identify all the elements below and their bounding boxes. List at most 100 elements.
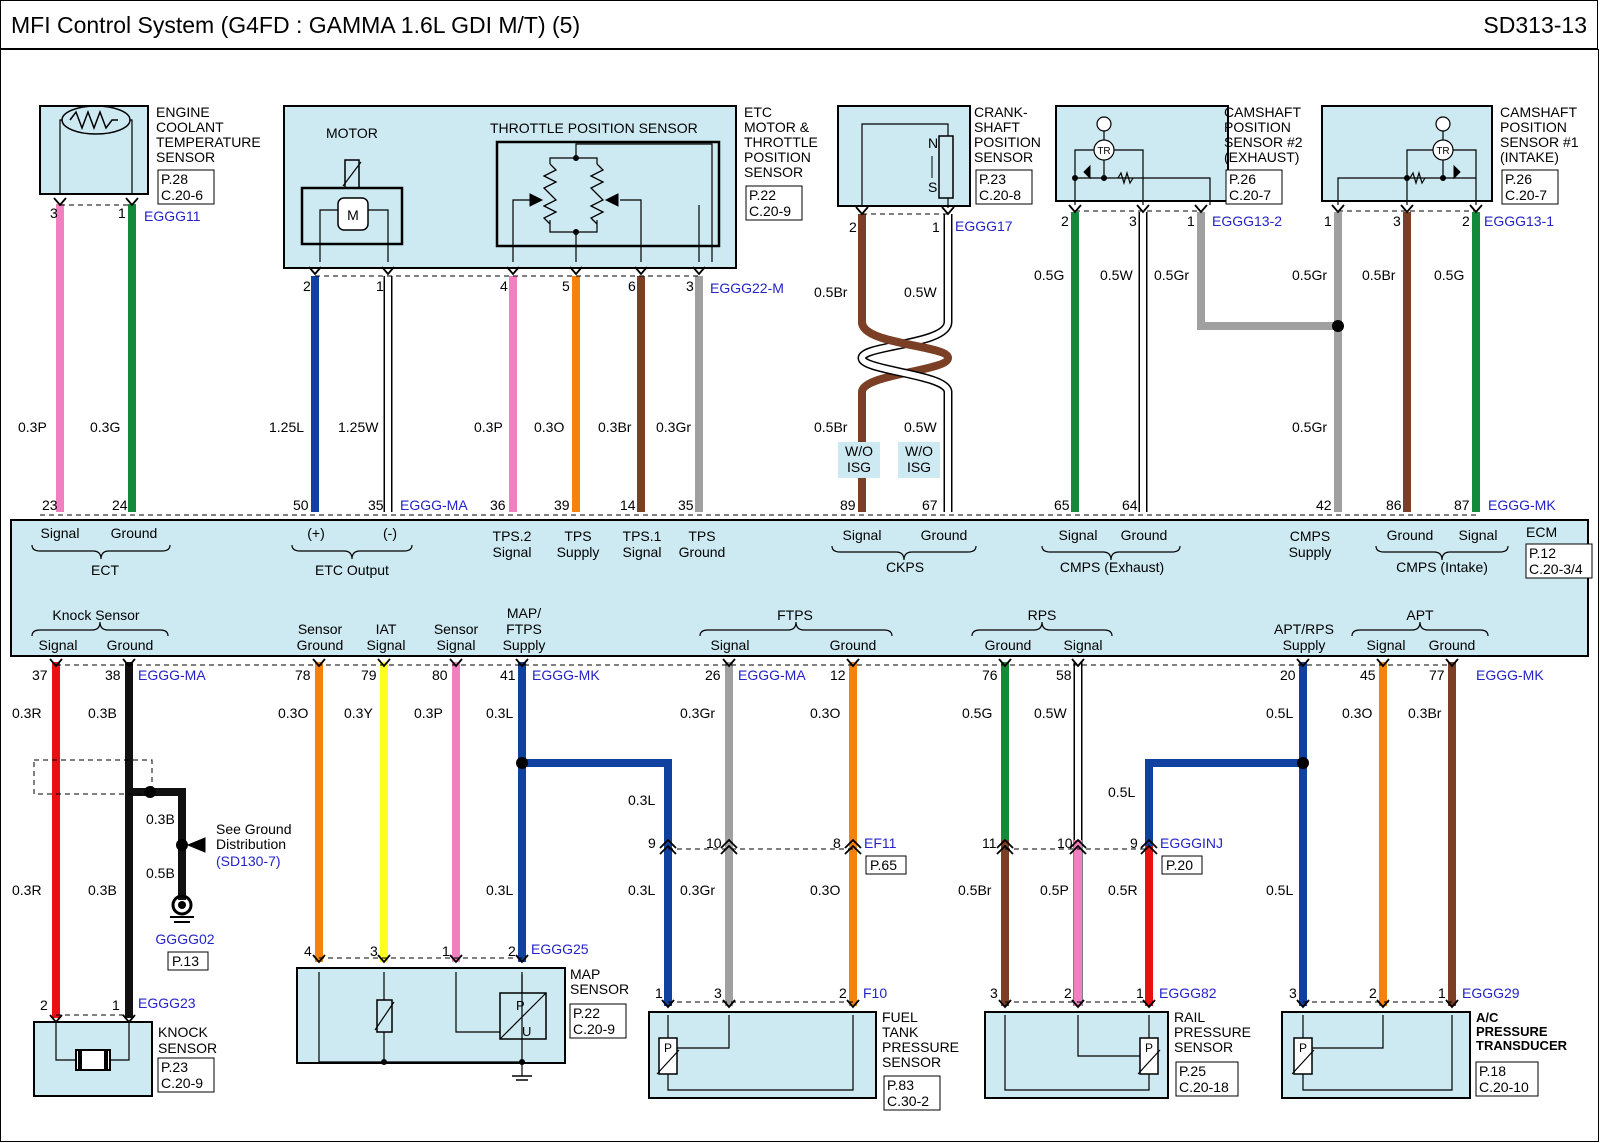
pin-number: 1 [442,943,450,959]
apt-name: PRESSURE [1476,1024,1548,1039]
knock-ref [157,1057,215,1093]
joint-chevron [844,844,862,855]
ref-page: P.23 [161,1059,188,1075]
ecm-group-label: CMPS (Intake) [1396,559,1488,575]
cmps2-name: POSITION [1224,119,1291,135]
pin-chevron [846,999,860,1009]
wo-isg-label: ISG [907,459,931,475]
ecm-box [10,519,1589,657]
ckps-name: CRANK- [974,104,1028,120]
ground-note: Distribution [216,836,286,852]
ecm-pin-label: Ground [297,637,344,653]
ecm-pin-label: MAP/ [507,605,541,621]
rps-element-line [1137,1049,1161,1075]
pin-number: 39 [554,497,570,513]
ect-lead [130,119,133,195]
tps-wiper [604,193,619,207]
map-u: U [522,1024,531,1039]
ecm-pin-label: Supply [1289,544,1332,560]
ecm-pin-label: Ground [1121,527,1168,543]
wo-isg-label: W/O [845,443,873,459]
pin-number: 26 [705,667,721,683]
pin-chevron [998,658,1012,668]
ref-page: P.26 [1505,171,1532,187]
ecm-pin-label: Ground [1429,637,1476,653]
cmps2-connector-id: EGGG13-2 [1212,213,1282,229]
wire-code: 0.3G [90,419,120,435]
joint-chevron [996,838,1014,849]
ecm-pin-label: Sensor [298,621,343,637]
ref-connector: C.20-9 [749,203,791,219]
pin-number: 10 [706,835,722,851]
pin-chevron [125,197,139,207]
joint-chevron [996,844,1014,855]
pin-chevron [1296,658,1310,668]
joint-chevron [844,838,862,849]
pin-number: 76 [982,667,998,683]
pin-number: 2 [40,997,48,1013]
pin-number: 35 [368,497,384,513]
cmps2-name: SENSOR #2 [1224,134,1303,150]
pin-chevron [506,266,520,276]
wire-code: 0.5Br [1362,267,1396,283]
wire-code: 0.5W [1034,705,1067,721]
ecm-connector-id: EGGG-MK [532,667,600,683]
ground-ring [171,894,193,916]
pin-number: 1 [1187,213,1195,229]
pin-number: 3 [1289,985,1297,1001]
pin-number: 3 [686,278,694,294]
knock-sensor-box [33,1021,153,1097]
cmps1-name: CAMSHAFT [1500,104,1577,120]
rps-name: SENSOR [1174,1039,1233,1055]
cmps1-name: SENSOR #1 [1500,134,1579,150]
wire-code: 0.5Gr [1292,419,1327,435]
ref-box [865,855,907,875]
inline-ref: P.65 [870,857,897,873]
wire-code: 0.3B [88,882,117,898]
cmps2-resistor [1117,170,1134,186]
pin-chevron [449,954,463,964]
ref-connector: C.20-6 [161,187,203,203]
ref-page: P.25 [1179,1063,1206,1079]
splice-dot [519,1059,525,1065]
pin-chevron [1194,204,1208,214]
pin-chevron [634,266,648,276]
ecm-pin-label: (-) [383,525,397,541]
apt-name: TRANSDUCER [1476,1038,1568,1053]
ftps-leads [667,1015,854,1091]
pin-chevron [1068,204,1082,214]
rps-connector-id: EGGG82 [1159,985,1217,1001]
pin-chevron [941,206,955,216]
tps-label: THROTTLE POSITION SENSOR [490,120,698,136]
wire-code: 0.5R [1108,882,1138,898]
ckps-lead [861,123,949,205]
ckps-magnet [938,135,954,199]
rps-supply-wire [1145,759,1303,846]
pin-number: 3 [50,205,58,221]
ckps-name: POSITION [974,134,1041,150]
ecm-pin-label: CMPS [1290,528,1330,544]
cmps1-connector-id: EGGG13-1 [1484,213,1554,229]
wire-code: 0.3O [534,419,564,435]
pin-chevron [1071,999,1085,1009]
apt-name: A/C [1476,1010,1499,1025]
wire-code: 0.3R [12,882,42,898]
ecm-connector-id: EGGG-MA [138,667,206,683]
pin-number: 9 [648,835,656,851]
ground-ref: P.13 [172,953,199,969]
motor-lead [368,209,389,262]
ecm-pin-label: APT/RPS [1274,621,1334,637]
wire-code: 0.5Br [958,882,992,898]
pin-number: 45 [1360,667,1376,683]
pin-number: 6 [628,278,636,294]
splice-dot [573,229,579,235]
ecm-pin-label: Signal [1367,637,1406,653]
ref-connector: C.30-2 [887,1093,929,1109]
diagram-frame [0,49,1599,1142]
wire-code: 0.5G [1434,267,1464,283]
pin-chevron [515,954,529,964]
pin-number: 23 [42,497,58,513]
wire-code: 0.5W [904,419,937,435]
pin-number: 64 [1122,497,1138,513]
motor-body [337,197,369,231]
